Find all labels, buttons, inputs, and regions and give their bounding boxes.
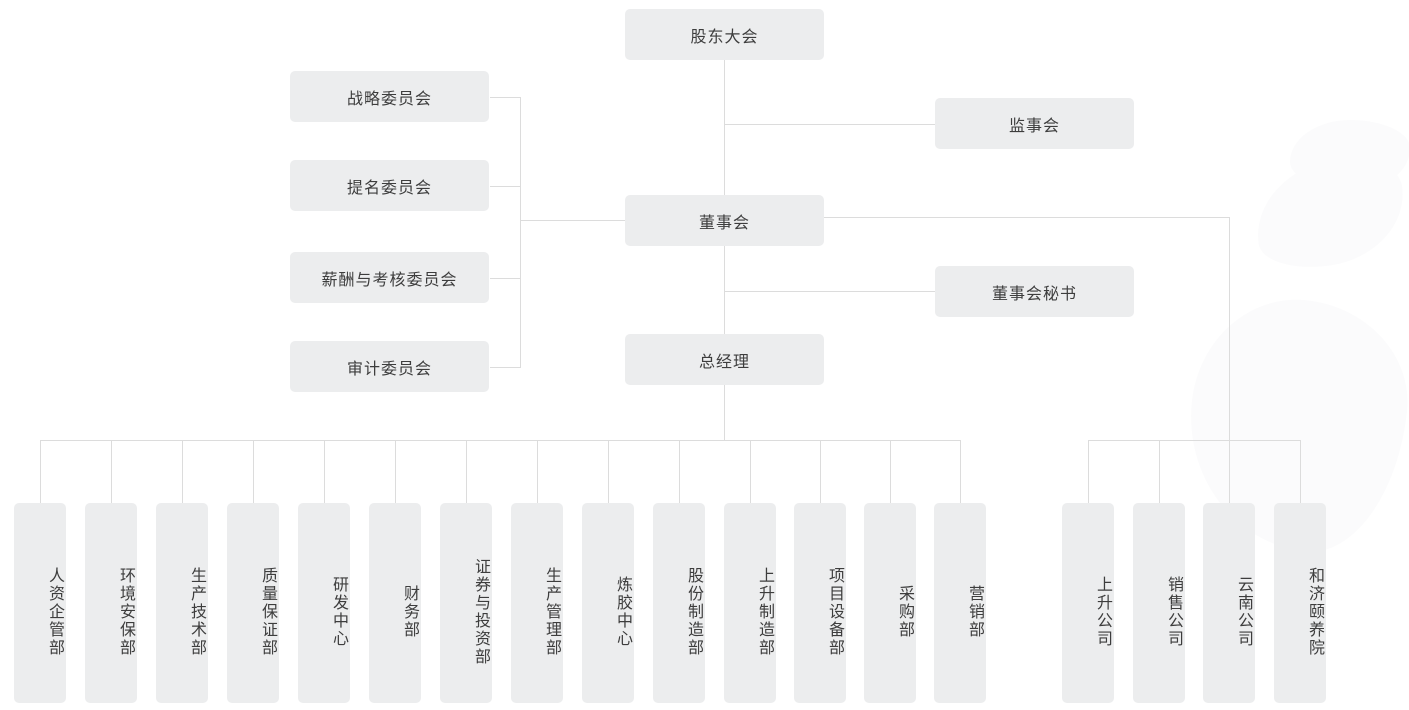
- background-watermark-shape: [1290, 120, 1409, 190]
- connector-department-leg: [395, 440, 396, 503]
- node-department-quality-assurance[interactable]: 质量保证部: [227, 503, 279, 703]
- connector-department-leg: [324, 440, 325, 503]
- connector-shareholders-to-supervisory: [724, 124, 935, 125]
- connector-shareholders-to-board: [724, 60, 725, 195]
- node-department-production-technology[interactable]: 生产技术部: [156, 503, 208, 703]
- node-department-rubber-mixing-center[interactable]: 炼胶中心: [582, 503, 634, 703]
- node-shareholders-meeting[interactable]: 股东大会: [625, 9, 824, 60]
- node-department-project-equipment[interactable]: 项目设备部: [794, 503, 846, 703]
- node-department-production-management[interactable]: 生产管理部: [511, 503, 563, 703]
- connector-subsidiaries-riser: [1229, 217, 1230, 441]
- connector-department-leg: [750, 440, 751, 503]
- node-label: 销售公司: [1165, 576, 1182, 648]
- connector-committee-2: [490, 186, 521, 187]
- node-label: 云南公司: [1235, 576, 1252, 648]
- connector-department-leg: [40, 440, 41, 503]
- connector-board-to-gm: [724, 246, 725, 358]
- node-label: 研发中心: [330, 576, 347, 648]
- node-label: 生产管理部: [543, 567, 560, 657]
- node-label: 采购部: [896, 585, 913, 639]
- node-department-procurement[interactable]: 采购部: [864, 503, 916, 703]
- connector-subsidiary-leg: [1088, 440, 1089, 503]
- node-committee-strategy[interactable]: 战略委员会: [290, 71, 489, 122]
- subsidiary-bus: [1088, 440, 1301, 441]
- node-committee-remuneration-appraisal[interactable]: 薪酬与考核委员会: [290, 252, 489, 303]
- node-label: 人资企管部: [46, 567, 63, 657]
- node-label: 上升制造部: [756, 567, 773, 657]
- node-label: 总经理: [698, 353, 750, 371]
- node-label: 董事会: [698, 214, 750, 232]
- department-bus: [40, 440, 961, 441]
- node-board-of-directors[interactable]: 董事会: [625, 195, 824, 246]
- connector-department-leg: [182, 440, 183, 503]
- node-subsidiary-shangsheng-company[interactable]: 上升公司: [1062, 503, 1114, 703]
- node-supervisory-board[interactable]: 监事会: [935, 98, 1134, 149]
- node-label: 股东大会: [690, 28, 759, 46]
- node-subsidiary-heji-nursing-home[interactable]: 和济颐养院: [1274, 503, 1326, 703]
- node-label: 和济颐养院: [1306, 567, 1323, 657]
- node-department-shares-manufacturing[interactable]: 股份制造部: [653, 503, 705, 703]
- connector-department-leg: [537, 440, 538, 503]
- node-label: 监事会: [1008, 117, 1060, 135]
- connector-subsidiary-leg: [1229, 440, 1230, 503]
- node-label: 生产技术部: [188, 567, 205, 657]
- node-department-securities-investment[interactable]: 证券与投资部: [440, 503, 492, 703]
- node-department-hr-enterprise-management[interactable]: 人资企管部: [14, 503, 66, 703]
- node-subsidiary-yunnan-company[interactable]: 云南公司: [1203, 503, 1255, 703]
- connector-subsidiary-leg: [1300, 440, 1301, 503]
- node-label: 财务部: [401, 585, 418, 639]
- node-department-finance[interactable]: 财务部: [369, 503, 421, 703]
- connector-gm-to-department-bus: [724, 385, 725, 441]
- node-subsidiary-sales-company[interactable]: 销售公司: [1133, 503, 1185, 703]
- connector-department-leg: [679, 440, 680, 503]
- node-board-secretary[interactable]: 董事会秘书: [935, 266, 1134, 317]
- node-department-environment-security[interactable]: 环境安保部: [85, 503, 137, 703]
- connector-department-leg: [960, 440, 961, 503]
- connector-subsidiary-leg: [1159, 440, 1160, 503]
- node-label: 提名委员会: [346, 179, 432, 197]
- node-general-manager[interactable]: 总经理: [625, 334, 824, 385]
- node-label: 环境安保部: [117, 567, 134, 657]
- connector-committee-4: [490, 367, 521, 368]
- node-label: 股份制造部: [685, 567, 702, 657]
- node-department-rd-center[interactable]: 研发中心: [298, 503, 350, 703]
- node-label: 审计委员会: [346, 360, 432, 378]
- connector-board-to-subsidiaries: [824, 217, 1230, 218]
- node-label: 质量保证部: [259, 567, 276, 657]
- connector-department-leg: [820, 440, 821, 503]
- connector-committee-1: [490, 97, 521, 98]
- node-committee-nomination[interactable]: 提名委员会: [290, 160, 489, 211]
- connector-committees-to-board: [520, 220, 625, 221]
- connector-department-leg: [466, 440, 467, 503]
- node-label: 战略委员会: [346, 90, 432, 108]
- node-label: 项目设备部: [826, 567, 843, 657]
- connector-department-leg: [890, 440, 891, 503]
- node-department-marketing[interactable]: 营销部: [934, 503, 986, 703]
- connector-department-leg: [253, 440, 254, 503]
- node-label: 薪酬与考核委员会: [321, 271, 458, 289]
- node-department-shangsheng-manufacturing[interactable]: 上升制造部: [724, 503, 776, 703]
- node-committee-audit[interactable]: 审计委员会: [290, 341, 489, 392]
- connector-department-leg: [111, 440, 112, 503]
- connector-board-to-secretary: [724, 291, 935, 292]
- connector-committee-bus: [520, 97, 521, 368]
- node-label: 证券与投资部: [472, 558, 489, 666]
- node-label: 营销部: [966, 585, 983, 639]
- connector-committee-3: [490, 278, 521, 279]
- connector-department-leg: [608, 440, 609, 503]
- background-watermark-shape: [1248, 150, 1409, 275]
- node-label: 炼胶中心: [614, 576, 631, 648]
- node-label: 上升公司: [1094, 576, 1111, 648]
- node-label: 董事会秘书: [991, 285, 1077, 303]
